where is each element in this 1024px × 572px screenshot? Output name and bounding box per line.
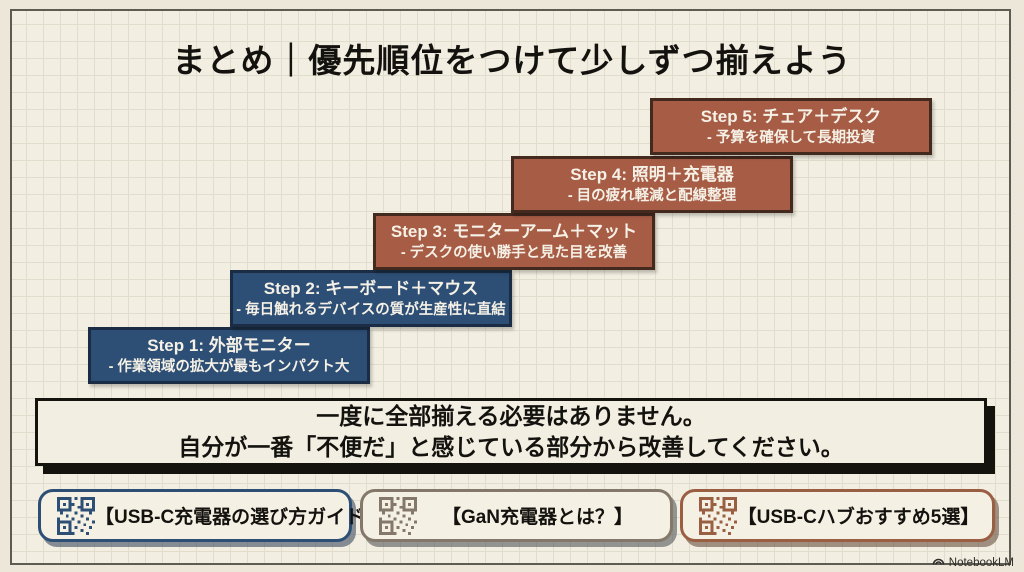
step-box-2: Step 2: キーボード＋マウス - 毎日触れるデバイスの質が生産性に直結 [230, 270, 512, 327]
link-button-label: 【USB-Cハブおすすめ5選】 [737, 502, 980, 529]
qr-code-icon [57, 497, 95, 535]
step-box-3: Step 3: モニターアーム＋マット - デスクの使い勝手と見た目を改善 [373, 213, 655, 270]
step-title: Step 5: チェア＋デスク [701, 105, 881, 128]
step-box-5: Step 5: チェア＋デスク - 予算を確保して長期投資 [650, 98, 932, 155]
watermark-label: NotebookLM [949, 557, 1014, 569]
step-title: Step 3: モニターアーム＋マット [391, 220, 637, 243]
step-box-4: Step 4: 照明＋充電器 - 目の疲れ軽減と配線整理 [511, 156, 793, 213]
link-button-usbc-charger-guide[interactable]: 【USB-C充電器の選び方ガイド】 [38, 489, 352, 542]
step-description: - 作業領域の拡大が最もインパクト大 [109, 357, 350, 377]
step-description: - 予算を確保して長期投資 [707, 128, 875, 148]
step-description: - デスクの使い勝手と見た目を改善 [401, 243, 627, 263]
notebooklm-watermark: NotebookLM [932, 556, 1014, 569]
summary-line-1: 一度に全部揃える必要はありません。 [316, 401, 706, 432]
notebooklm-logo-icon [932, 556, 945, 569]
page-title: まとめ｜優先順位をつけて少しずつ揃えよう [0, 34, 1024, 82]
link-button-label: 【USB-C充電器の選び方ガイド】 [95, 502, 383, 529]
link-button-usbc-hub[interactable]: 【USB-Cハブおすすめ5選】 [680, 489, 995, 542]
link-button-label: 【GaN充電器とは？】 [417, 502, 658, 529]
qr-code-icon [699, 497, 737, 535]
step-box-1: Step 1: 外部モニター - 作業領域の拡大が最もインパクト大 [88, 327, 370, 384]
qr-code-icon [379, 497, 417, 535]
step-title: Step 4: 照明＋充電器 [570, 163, 733, 186]
step-title: Step 1: 外部モニター [147, 334, 310, 357]
step-title: Step 2: キーボード＋マウス [264, 277, 478, 300]
summary-callout: 一度に全部揃える必要はありません。 自分が一番「不便だ」と感じている部分から改善… [35, 398, 987, 466]
step-description: - 毎日触れるデバイスの質が生産性に直結 [236, 300, 505, 320]
step-description: - 目の疲れ軽減と配線整理 [568, 186, 736, 206]
link-button-gan-charger[interactable]: 【GaN充電器とは？】 [360, 489, 673, 542]
summary-line-2: 自分が一番「不便だ」と感じている部分から改善してください。 [178, 432, 844, 463]
